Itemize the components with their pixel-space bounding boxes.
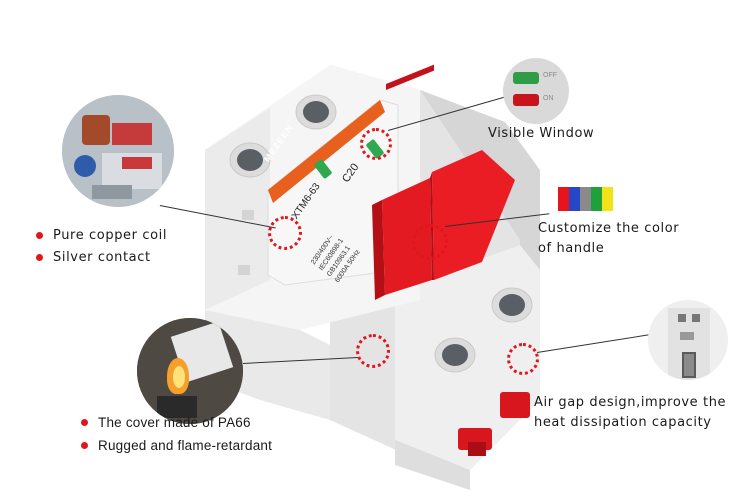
handle-color-swatch <box>580 187 591 211</box>
highlight-ring-cover <box>356 334 390 368</box>
bullet-dot <box>81 442 88 449</box>
on-label: ON <box>543 95 554 102</box>
bullet-dot <box>36 232 43 239</box>
din-clip <box>500 392 530 418</box>
air-gap-label-line2: heat dissipation capacity <box>534 415 712 430</box>
internal-mechanism-thumbnail <box>62 95 174 207</box>
red-handle-right <box>432 150 515 280</box>
handle-color-label-line2: of handle <box>538 241 605 256</box>
handle-color-swatch <box>602 187 613 211</box>
highlight-ring-airgap <box>507 343 539 375</box>
flame-retardant-label: Rugged and flame-retardant <box>98 438 273 453</box>
on-indicator <box>513 94 539 106</box>
handle-color-swatch <box>569 187 580 211</box>
window-indicator-thumbnail: OFF ON <box>503 58 569 124</box>
status-window <box>314 159 332 179</box>
pa66-cover-label: The cover made of PA66 <box>98 415 251 430</box>
highlight-ring-handle <box>412 224 448 260</box>
red-handle-left <box>382 178 432 295</box>
bullet-dot <box>36 254 43 261</box>
highlight-ring-window <box>360 128 392 160</box>
handle-color-swatch <box>558 187 569 211</box>
flame-test-thumbnail <box>137 318 243 424</box>
air-gap-label-line1: Air gap design,improve the <box>534 395 727 410</box>
handle-color-swatch <box>591 187 602 211</box>
copper-coil-label: Pure copper coil <box>53 228 168 243</box>
off-label: OFF <box>543 72 557 79</box>
visible-window-label: Visible Window <box>488 126 595 141</box>
air-gap-thumbnail <box>648 300 728 380</box>
silver-contact-label: Silver contact <box>53 250 151 265</box>
handle-color-label-line1: Customize the color <box>538 221 680 236</box>
off-indicator <box>513 72 539 84</box>
highlight-ring-coil <box>268 216 302 250</box>
bullet-dot <box>81 419 88 426</box>
